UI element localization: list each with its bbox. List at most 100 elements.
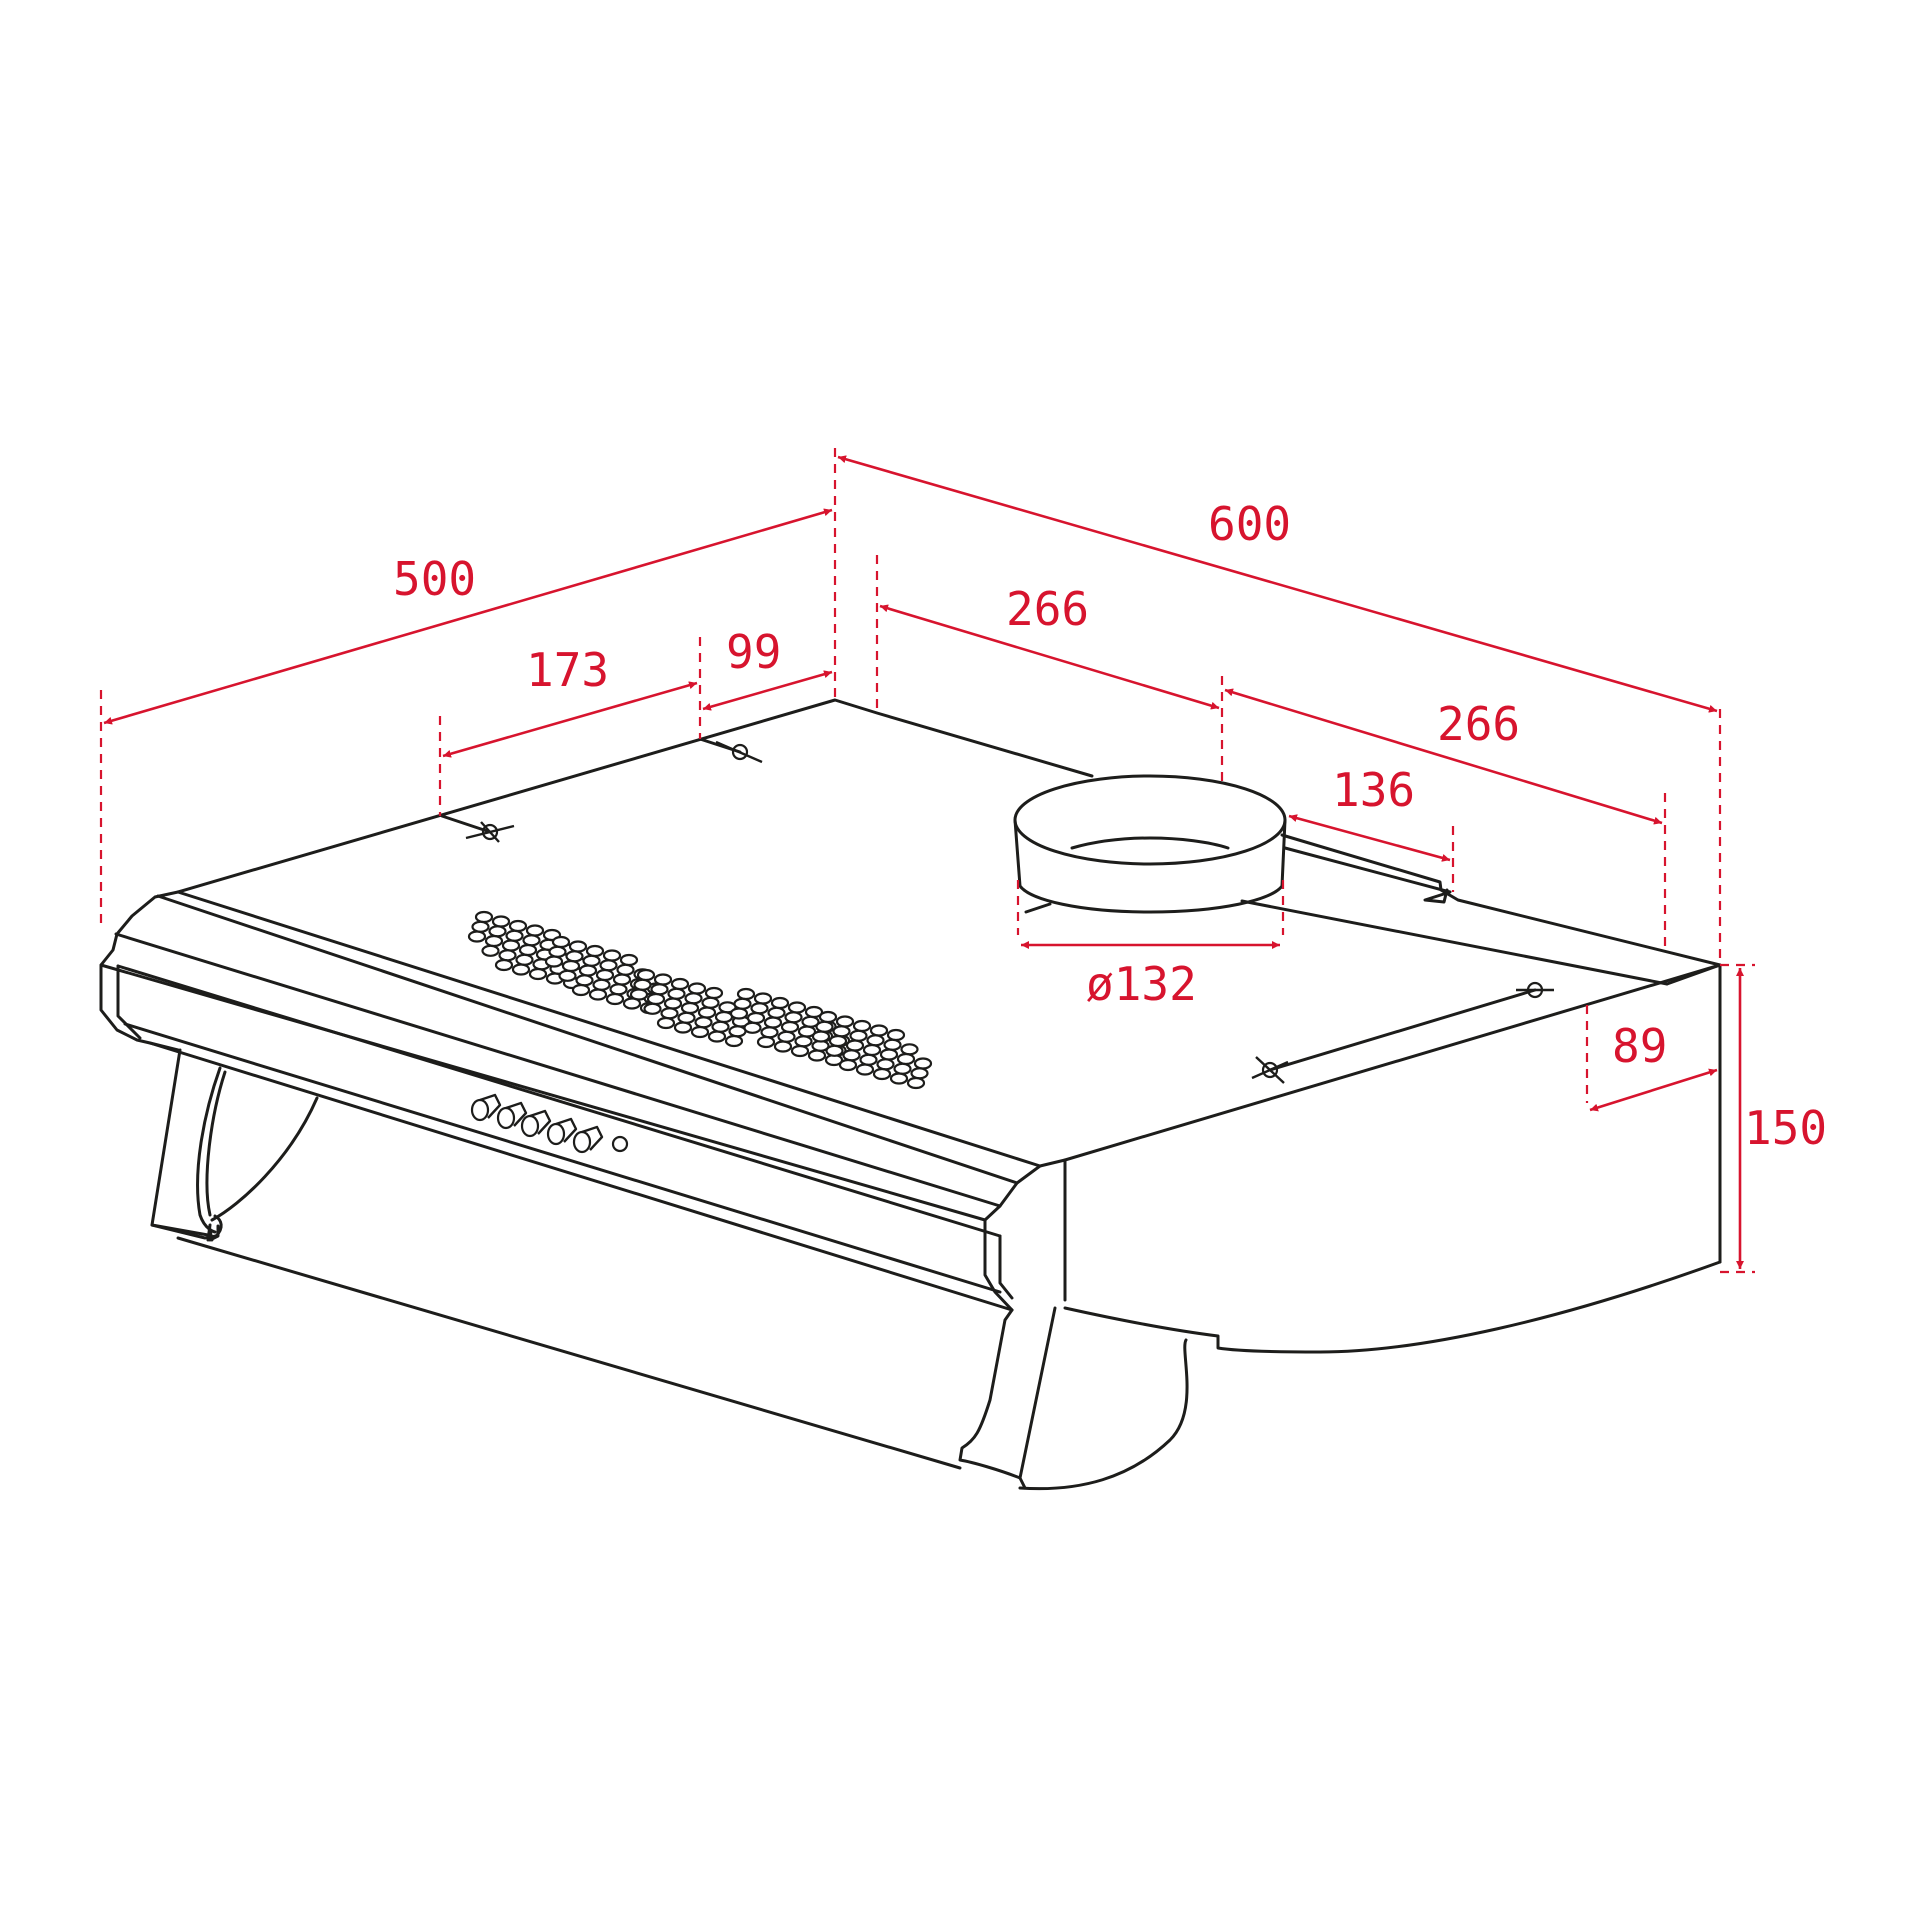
perforation-hole bbox=[491, 915, 511, 928]
perforation-hole bbox=[528, 967, 548, 981]
perforation-hole bbox=[910, 1067, 929, 1080]
indicator-light bbox=[611, 1135, 629, 1153]
perforation-cluster bbox=[629, 968, 751, 1048]
perforation-hole bbox=[565, 950, 584, 963]
perforation-hole bbox=[612, 973, 632, 986]
perforation-hole bbox=[605, 992, 625, 1006]
label-width: 600 bbox=[1208, 497, 1291, 551]
perforation-hole bbox=[753, 992, 773, 1005]
perforation-hole bbox=[494, 958, 514, 972]
perforation-hole bbox=[862, 1043, 882, 1057]
perforation-hole bbox=[807, 1049, 827, 1062]
perforation-hole bbox=[883, 1038, 902, 1051]
label-height: 150 bbox=[1744, 1101, 1827, 1155]
perforation-hole bbox=[525, 924, 545, 937]
exhaust-duct bbox=[1013, 774, 1287, 914]
perforation-hole bbox=[701, 996, 720, 1009]
control-knob bbox=[520, 1109, 552, 1138]
perforation-hole bbox=[588, 988, 608, 1001]
perforation-hole bbox=[750, 1002, 769, 1015]
perforation-hole bbox=[869, 1024, 889, 1037]
perforation-hole bbox=[653, 973, 673, 986]
perforation-hole bbox=[474, 910, 494, 924]
control-knob bbox=[470, 1093, 502, 1122]
perforation-hole bbox=[770, 996, 790, 1010]
perforation-hole bbox=[913, 1057, 933, 1070]
perforation-hole bbox=[763, 1016, 783, 1029]
perforation-hole bbox=[728, 1025, 747, 1038]
perforation-hole bbox=[906, 1076, 926, 1090]
perforation-hole bbox=[488, 925, 507, 938]
perforation-hole bbox=[646, 992, 666, 1006]
perforation-hole bbox=[471, 920, 490, 933]
perforation-hole bbox=[707, 1030, 727, 1043]
front-rail bbox=[99, 890, 1067, 1312]
perforation-hole bbox=[558, 969, 577, 982]
perforation-hole bbox=[595, 968, 615, 982]
perforation-hole bbox=[515, 953, 534, 966]
perforation-hole bbox=[484, 934, 504, 948]
left-bracket bbox=[150, 1048, 319, 1242]
perforation-hole bbox=[680, 1001, 700, 1015]
perforation-hole bbox=[842, 1049, 861, 1062]
label-duct-diameter: ø132 bbox=[1086, 957, 1197, 1011]
perforation-hole bbox=[677, 1011, 696, 1024]
label-hole-back: 99 bbox=[726, 625, 781, 679]
perforation-hole bbox=[561, 959, 581, 973]
perforation-hole bbox=[889, 1072, 909, 1085]
perforation-hole bbox=[794, 1035, 813, 1048]
perforation-hole bbox=[896, 1052, 916, 1066]
perforation-hole bbox=[736, 987, 756, 1001]
top-slot bbox=[1283, 846, 1452, 904]
perforation-hole bbox=[670, 977, 690, 991]
perforation-cluster bbox=[811, 1010, 933, 1090]
perforation-hole bbox=[551, 935, 571, 949]
perforation-hole bbox=[811, 1030, 831, 1043]
perforation-hole bbox=[585, 944, 605, 958]
perforation-hole bbox=[784, 1011, 803, 1024]
perforation-hole bbox=[729, 1007, 749, 1020]
dimension-lines: 500 600 173 99 266 266 136 ø132 89 150 bbox=[99, 448, 1827, 1274]
perforation-hole bbox=[815, 1020, 834, 1033]
dimension-duct-right-line bbox=[1224, 688, 1663, 825]
perforation-hole bbox=[582, 954, 601, 967]
dimension-side-hole-line bbox=[1589, 1068, 1718, 1112]
perforation-hole bbox=[760, 1026, 779, 1039]
mounting-screws bbox=[440, 737, 1554, 1084]
perforation-cluster bbox=[729, 987, 851, 1067]
perforation-hole bbox=[787, 1001, 807, 1014]
perforation-hole bbox=[656, 1016, 676, 1030]
perforation-hole bbox=[602, 949, 622, 962]
dimension-width-line bbox=[837, 455, 1718, 713]
perforation-hole bbox=[501, 939, 521, 952]
perforation-hole bbox=[505, 929, 524, 942]
perforation-hole bbox=[690, 1025, 710, 1039]
perforation-hole bbox=[619, 953, 639, 967]
perforation-hole bbox=[467, 930, 487, 943]
perforation-hole bbox=[571, 983, 591, 997]
perforation-hole bbox=[711, 1020, 730, 1033]
perforation-hole bbox=[733, 997, 752, 1010]
perforation-hole bbox=[633, 978, 652, 991]
control-panel bbox=[470, 1093, 629, 1154]
perforation-hole bbox=[746, 1011, 766, 1025]
perforation-hole bbox=[714, 1010, 734, 1024]
perforation-hole bbox=[592, 978, 611, 991]
hood-body bbox=[99, 698, 1722, 1491]
perforation-hole bbox=[835, 1015, 855, 1028]
perforation-hole bbox=[508, 919, 528, 933]
perforation-hole bbox=[522, 934, 541, 947]
hood-right-side bbox=[1063, 1260, 1722, 1354]
perforation-hole bbox=[832, 1025, 851, 1038]
dimension-duct-slot-line bbox=[1288, 814, 1451, 862]
dimension-hole-left-line bbox=[442, 681, 698, 758]
perforation-hole bbox=[818, 1010, 838, 1024]
label-depth: 500 bbox=[393, 552, 476, 606]
control-knob bbox=[572, 1125, 604, 1154]
label-side-hole: 89 bbox=[1612, 1019, 1667, 1073]
perforation-hole bbox=[481, 944, 500, 957]
perforation-hole bbox=[828, 1034, 848, 1048]
dimension-hole-back-line bbox=[702, 670, 833, 711]
